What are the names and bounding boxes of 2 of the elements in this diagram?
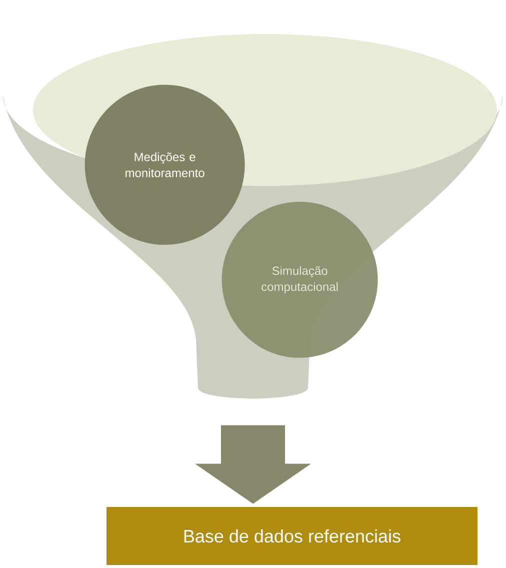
- arrow: [195, 425, 311, 504]
- label-box: Base de dados referenciais: [106, 507, 478, 565]
